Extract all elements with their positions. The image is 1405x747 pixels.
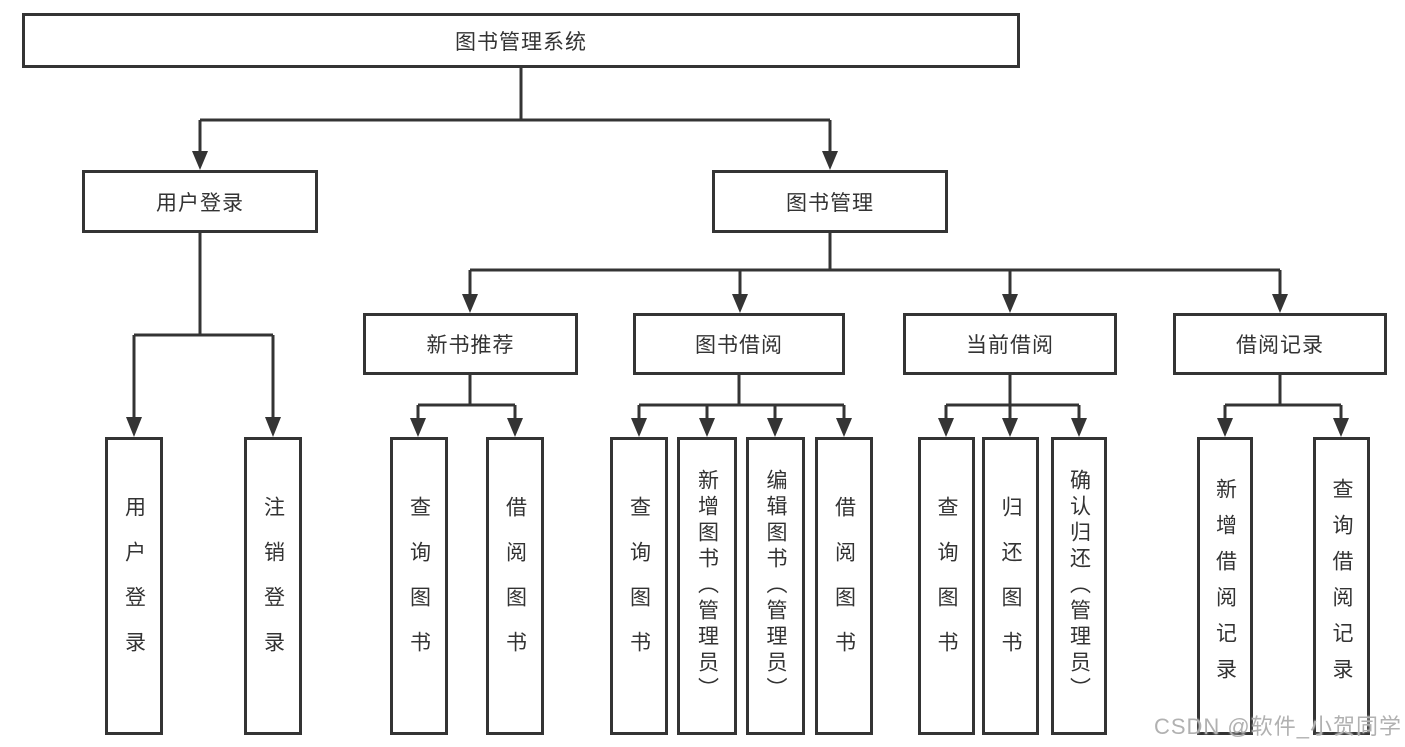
leaf-confirm-return-admin: 确认归还（管理员） [1051,437,1107,735]
leaf-recommend-query-book: 查询图书 [390,437,448,735]
leaf-add-book-admin-label: 新增图书（管理员） [695,469,719,703]
node-book-management-branch: 图书管理 [712,170,948,233]
leaf-borrow-borrow-book: 借阅图书 [815,437,873,735]
leaf-user-login: 用户登录 [105,437,163,735]
leaf-recommend-borrow-book-label: 借阅图书 [503,496,527,676]
node-borrow-record: 借阅记录 [1173,313,1387,375]
leaf-borrow-query-book: 查询图书 [610,437,668,735]
leaf-confirm-return-admin-label: 确认归还（管理员） [1067,469,1091,703]
leaf-edit-book-admin: 编辑图书（管理员） [746,437,805,735]
node-user-login-branch-label: 用户登录 [156,191,244,215]
leaf-recommend-borrow-book: 借阅图书 [486,437,544,735]
leaf-add-book-admin: 新增图书（管理员） [677,437,737,735]
node-borrow-record-label: 借阅记录 [1236,334,1324,357]
leaf-current-query-book: 查询图书 [918,437,975,735]
node-current-borrow-label: 当前借阅 [966,334,1054,357]
leaf-recommend-query-book-label: 查询图书 [407,496,431,676]
node-book-management-branch-label: 图书管理 [786,191,874,215]
leaf-return-book-label: 归还图书 [999,496,1023,676]
leaf-add-borrow-record-label: 新增借阅记录 [1213,478,1237,694]
node-new-book-recommend: 新书推荐 [363,313,578,375]
leaf-query-borrow-record: 查询借阅记录 [1313,437,1370,735]
node-root-label: 图书管理系统 [455,30,587,54]
leaf-logout: 注销登录 [244,437,302,735]
leaf-edit-book-admin-label: 编辑图书（管理员） [764,469,788,703]
leaf-user-login-label: 用户登录 [122,496,146,676]
node-current-borrow: 当前借阅 [903,313,1117,375]
node-book-borrow: 图书借阅 [633,313,845,375]
csdn-watermark: CSDN @软件_小贺同学 [1153,714,1402,739]
node-book-borrow-label: 图书借阅 [695,334,783,357]
leaf-return-book: 归还图书 [982,437,1039,735]
leaf-borrow-query-book-label: 查询图书 [627,496,651,676]
leaf-add-borrow-record: 新增借阅记录 [1197,437,1253,735]
leaf-borrow-borrow-book-label: 借阅图书 [832,496,856,676]
node-root-system: 图书管理系统 [22,13,1020,68]
leaf-logout-label: 注销登录 [261,496,285,676]
leaf-query-borrow-record-label: 查询借阅记录 [1330,478,1354,694]
node-user-login-branch: 用户登录 [82,170,318,233]
leaf-current-query-book-label: 查询图书 [935,496,959,676]
node-new-book-recommend-label: 新书推荐 [426,334,515,357]
